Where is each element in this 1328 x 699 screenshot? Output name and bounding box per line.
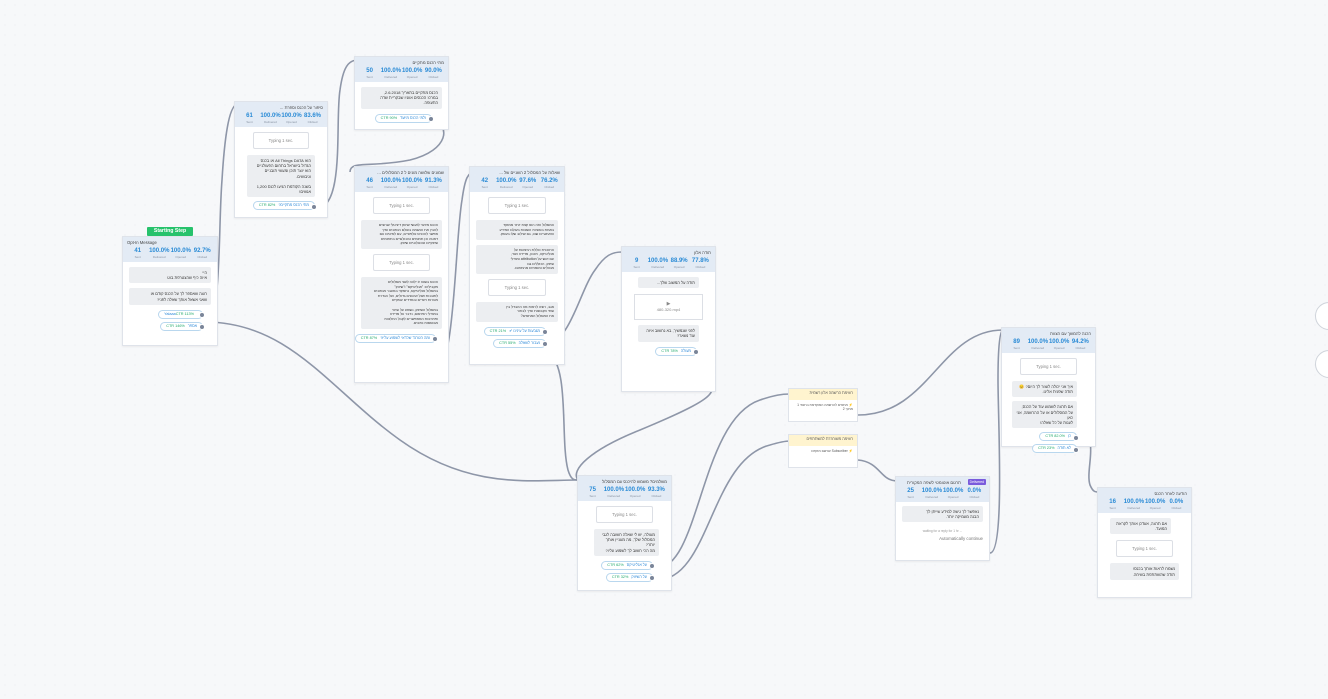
typing-delay[interactable]: Typing 1 sec. <box>1116 540 1173 558</box>
node-title: הכנה להמשך עם הצוות <box>1050 331 1091 336</box>
connector-dot[interactable] <box>1073 446 1079 453</box>
bolt-icon: ⚡ <box>848 449 853 453</box>
message-bubble: אם תרצה, אעדכן אותך לקראת המועד. <box>1110 518 1171 535</box>
connector-dot[interactable] <box>542 341 548 348</box>
message-bubble: הוא All Things DATA או בכנס הגדול בישראל… <box>247 155 315 198</box>
node-title: תודה אלון <box>694 250 711 255</box>
bolt-icon: ⚡ <box>848 403 853 407</box>
connector-dot[interactable] <box>693 349 699 356</box>
message-bubble: הכנס בשנה זו ילווה לשני מסלולים מקבילים:… <box>361 276 442 329</box>
node-title: סיפור על הכנס וספרת ... <box>279 105 323 110</box>
node-title: מתי הכנס מתקיים <box>412 60 444 65</box>
message-bubble: רוצה שאספר לך על הכנס קודם או שאני אשאל … <box>129 288 211 305</box>
quick-reply-button[interactable]: ומה הטרנד שכדאי לשמוע עליו?CTR 87% <box>354 333 438 343</box>
connector-dot[interactable] <box>649 563 655 570</box>
message-bubble: תודה על המשוב שלך... <box>638 277 699 289</box>
typing-delay[interactable]: Typing 1 sec. <box>596 506 653 523</box>
node-title: משלמים? משמש להיכנס עם המסלול <box>602 479 667 484</box>
quick-reply-button[interactable]: YalaaaCTR 113% <box>158 309 205 319</box>
node-title: שמונים שלושה מונים ל 2 המסלולים ... <box>377 170 444 175</box>
quick-reply-button[interactable]: על השיווקCTR 32% <box>605 572 655 582</box>
quick-reply-button[interactable]: כןCTR 82.0% <box>1039 432 1079 442</box>
node-title: הודעה לאחר הכנס <box>1154 491 1187 496</box>
status-badge: Delivered <box>967 479 986 485</box>
condition-description: מתאים להרשמה המוקדמת בתנאי 1 מתוך 2 <box>797 403 853 412</box>
quick-reply-button[interactable]: אספרCTR 146% <box>160 321 205 331</box>
quick-reply-button[interactable]: נעבור לשאלהCTR 55% <box>493 338 548 348</box>
node-title: שאלות על המסלול 2 השניים של ... <box>499 170 560 175</box>
connector-dot[interactable] <box>649 575 655 582</box>
wait-note: waiting for a reply for 1 hr ... <box>922 529 963 534</box>
connector-dot[interactable] <box>311 203 317 210</box>
condition-description: Subscriber שרשם מוקדם <box>811 449 848 453</box>
message-bubble: הכנס מתקיים בתאריך 2.6.2018, במרכז הכנסי… <box>361 87 442 109</box>
message-bubble: נאפשר לך גישה למידע שייתן לך הבנה מעמיקה… <box>902 506 983 523</box>
connector-dot[interactable] <box>432 336 438 343</box>
typing-delay[interactable]: Typing 1 sec. <box>253 132 309 149</box>
message-bubble: לפני שנמשיך, בא נחשוב איזה עוד נשאר? <box>638 325 699 342</box>
quick-reply-button[interactable]: מתי הכנס מתקיים?CTR 82% <box>252 201 317 211</box>
message-bubble: התוכנית כוללת הרצאות על אנליטיקה, תכנון,… <box>476 244 558 274</box>
message-bubble: אגב, רוצה לראות מה ההבדל בין שתי הקבוצות… <box>476 301 558 322</box>
typing-delay[interactable]: Typing 1 sec. <box>373 253 430 271</box>
connector-dot[interactable] <box>199 312 205 319</box>
typing-delay[interactable]: Typing 1 sec. <box>1020 358 1077 375</box>
video-filename: 480-320.mp4 <box>656 307 681 313</box>
connector-dot[interactable] <box>542 329 548 336</box>
condition-node[interactable]: רשימה משוחררת למשתתפים ⚡ Subscriber שרשם… <box>788 434 858 468</box>
typing-delay[interactable]: Typing 1 sec. <box>373 197 430 214</box>
message-bubble: המסלול הזה הוא קצת יותר ממוקד באמת בסוגי… <box>476 220 558 240</box>
condition-title: רשימה משוחררת למשתתפים <box>789 435 857 446</box>
quick-reply-button[interactable]: על אנליטיקסCTR 62% <box>601 560 655 570</box>
connector-dot[interactable] <box>199 324 205 331</box>
node-title: Opt-In Message <box>127 240 157 245</box>
typing-delay[interactable]: Typing 1 sec. <box>488 278 546 296</box>
auto-continue-label[interactable]: Automatically continue <box>939 536 983 542</box>
message-bubble: הכנס מיועד לאנשי שיווק דיגיטלי שרוצים לה… <box>361 220 442 249</box>
quick-reply-button[interactable]: מעולהCTR 78% <box>655 346 699 356</box>
message-bubble: אם תרצה לשמוע עוד על הכנס, על המסלולים א… <box>1012 401 1077 429</box>
condition-title: רשימת הרשמה אלון רשמית <box>789 389 857 400</box>
condition-node[interactable]: רשימת הרשמה אלון רשמית ⚡ מתאים להרשמה המ… <box>788 388 858 422</box>
message-bubble: מעולה, יש לי שאלה חשובה לגבי המסלול שלך,… <box>594 529 659 556</box>
quick-reply-button[interactable]: ולמי הכנס מיועדCTR 90% <box>374 113 434 123</box>
message-bubble: נשמח לראות אותך בכנס! תודה שהשתתפת בשיחה… <box>1110 563 1179 580</box>
message-bubble: איך אני יכולה לעזור לך היום? 😊 תודה שפני… <box>1012 381 1077 398</box>
connector-dot[interactable] <box>1073 434 1079 441</box>
quick-reply-button[interactable]: לא תודהCTR 23% <box>1032 444 1079 454</box>
quick-reply-button[interactable]: מגבעות על עינינו ✔CTR 21% <box>483 326 548 336</box>
starting-step-tag: Starting Step <box>147 227 193 236</box>
connector-dot[interactable] <box>428 116 434 123</box>
message-bubble: היי איזה כיף שהצטרפת בוט <box>129 267 211 284</box>
play-icon: ▶ <box>666 301 671 308</box>
video-attachment[interactable]: ▶ 480-320.mp4 <box>634 294 703 321</box>
typing-delay[interactable]: Typing 1 sec. <box>488 197 546 214</box>
node-title: תרגום אוטומטי לשפה המקורית <box>907 480 961 485</box>
